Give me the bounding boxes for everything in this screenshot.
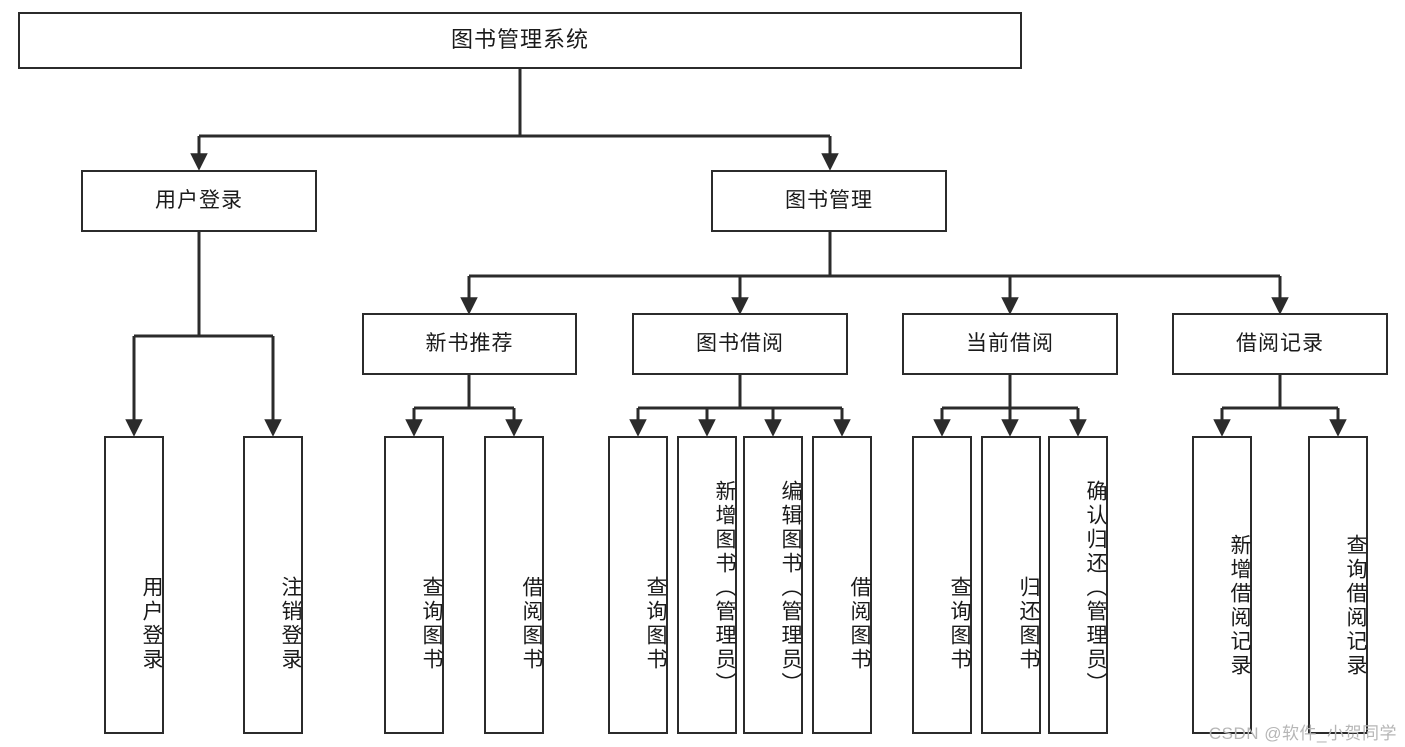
node-root[interactable]: 图书管理系统 [18,12,1022,69]
leaf-add-book-label: 新增图书（管理员） [713,480,736,696]
leaf-query-book-1-label: 查询图书 [420,576,443,672]
node-borrow-record[interactable]: 借阅记录 [1172,313,1388,375]
leaf-borrow-book-1-label: 借阅图书 [520,576,543,672]
leaf-user-login[interactable]: 用户登录 [104,436,164,734]
leaf-add-record[interactable]: 新增借阅记录 [1192,436,1252,734]
node-book-management[interactable]: 图书管理 [711,170,947,232]
node-book-borrow[interactable]: 图书借阅 [632,313,848,375]
leaf-query-book-3-label: 查询图书 [948,576,971,672]
leaf-return-book[interactable]: 归还图书 [981,436,1041,734]
leaf-confirm-return[interactable]: 确认归还（管理员） [1048,436,1108,734]
leaf-borrow-book-2-label: 借阅图书 [848,576,871,672]
node-root-label: 图书管理系统 [450,27,589,53]
leaf-logout-label: 注销登录 [279,576,302,672]
leaf-logout[interactable]: 注销登录 [243,436,303,734]
node-current-borrow-label: 当前借阅 [966,332,1054,356]
leaf-borrow-book-2[interactable]: 借阅图书 [812,436,872,734]
leaf-edit-book[interactable]: 编辑图书（管理员） [743,436,803,734]
leaf-query-book-2[interactable]: 查询图书 [608,436,668,734]
node-current-borrow[interactable]: 当前借阅 [902,313,1118,375]
leaf-confirm-return-label: 确认归还（管理员） [1084,480,1107,696]
leaf-query-record[interactable]: 查询借阅记录 [1308,436,1368,734]
leaf-edit-book-label: 编辑图书（管理员） [779,480,802,696]
node-book-borrow-label: 图书借阅 [696,332,784,356]
leaf-add-book[interactable]: 新增图书（管理员） [677,436,737,734]
leaf-return-book-label: 归还图书 [1017,576,1040,672]
leaf-query-record-label: 查询借阅记录 [1344,534,1367,678]
leaf-query-book-3[interactable]: 查询图书 [912,436,972,734]
node-borrow-record-label: 借阅记录 [1236,332,1324,356]
node-user-login[interactable]: 用户登录 [81,170,317,232]
leaf-add-record-label: 新增借阅记录 [1228,534,1251,678]
leaf-query-book-1[interactable]: 查询图书 [384,436,444,734]
leaf-query-book-2-label: 查询图书 [644,576,667,672]
watermark: CSDN @软件_小贺同学 [1208,724,1397,743]
node-user-login-label: 用户登录 [155,189,243,213]
node-new-book-recommend-label: 新书推荐 [425,332,514,356]
leaf-user-login-label: 用户登录 [140,576,163,672]
node-book-management-label: 图书管理 [785,189,873,213]
leaf-borrow-book-1[interactable]: 借阅图书 [484,436,544,734]
node-new-book-recommend[interactable]: 新书推荐 [362,313,577,375]
